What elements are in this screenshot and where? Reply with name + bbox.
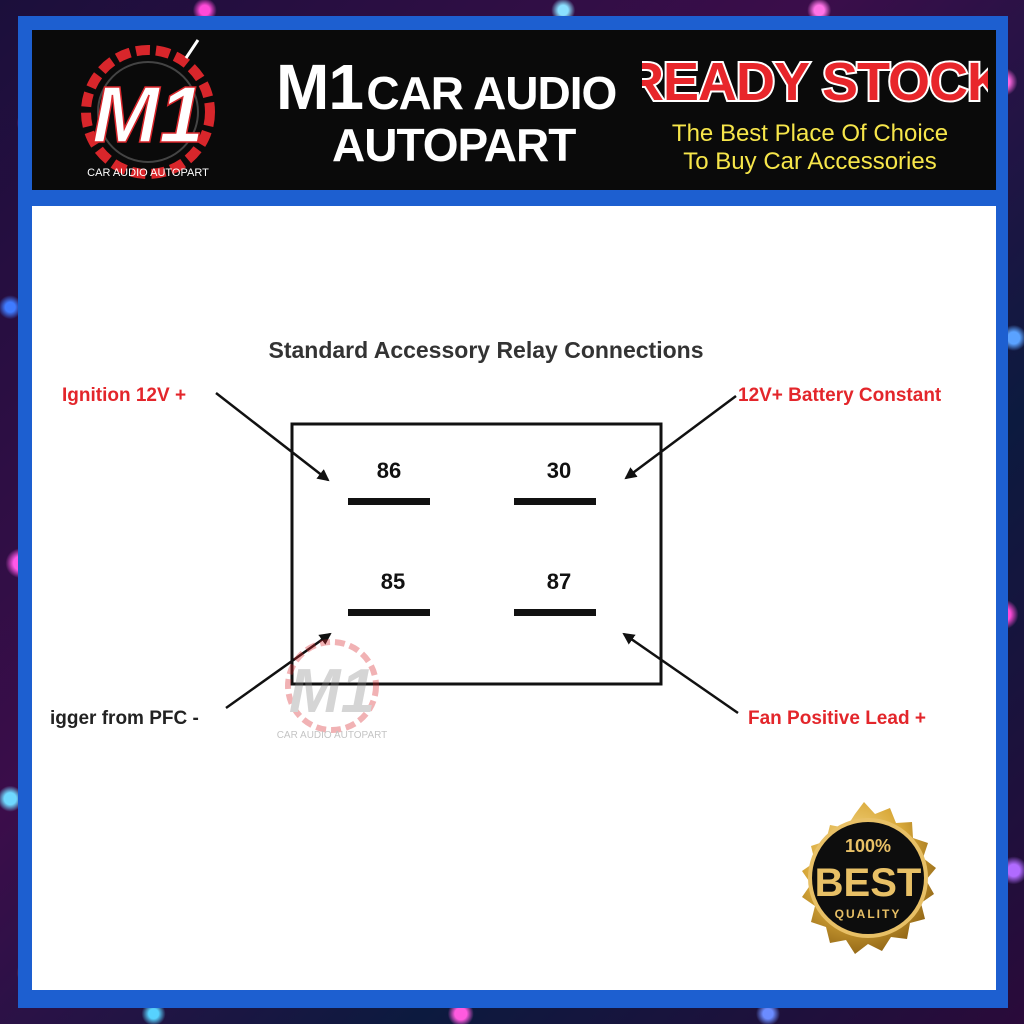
- badge-inner-disc: [808, 818, 928, 938]
- ready-stock-text: READY STOCK: [642, 52, 988, 112]
- logo-subtext: CAR AUDIO AUTOPART: [87, 167, 209, 179]
- pin-86-bar: [348, 498, 430, 505]
- diagram-title: Standard Accessory Relay Connections: [268, 337, 703, 363]
- badge-percent: 100%: [845, 836, 891, 856]
- best-quality-badge: 100% BEST QUALITY: [802, 802, 936, 954]
- ready-stock-banner: READY STOCK: [642, 50, 988, 114]
- pin-85-bar: [348, 609, 430, 616]
- relay-box: [290, 422, 663, 686]
- pin-85-label: 85: [381, 569, 405, 594]
- label-fan-positive: Fan Positive Lead +: [748, 708, 926, 729]
- pin-87-bar: [514, 609, 596, 616]
- watermark-subtext: CAR AUDIO AUTOPART: [277, 730, 388, 741]
- label-trigger-pfc: igger from PFC -: [50, 708, 199, 729]
- pin-87-label: 87: [547, 569, 571, 594]
- logo-text: M1: [92, 70, 203, 159]
- arrow-bottom-left: [225, 632, 332, 710]
- brand-line-1: M1 CAR AUDIO: [276, 50, 617, 124]
- badge-best: BEST: [815, 861, 922, 905]
- brand-autopart: AUTOPART: [332, 119, 576, 171]
- label-ignition: Ignition 12V +: [62, 385, 186, 406]
- pin-30-label: 30: [547, 458, 571, 483]
- arrow-bottom-right: [622, 632, 739, 715]
- pin-86-label: 86: [377, 458, 401, 483]
- watermark-text: M1: [289, 657, 375, 726]
- badge-quality: QUALITY: [835, 907, 902, 921]
- tagline-2: To Buy Car Accessories: [683, 148, 937, 175]
- tagline-1: The Best Place Of Choice: [671, 120, 949, 147]
- watermark-logo: M1 CAR AUDIO AUTOPART: [277, 639, 388, 741]
- m1-logo: M1 CAR AUDIO AUTOPART: [81, 39, 215, 179]
- pin-30-bar: [514, 498, 596, 505]
- brand-car-audio: CAR AUDIO: [366, 67, 617, 119]
- arrow-top-left: [215, 392, 330, 482]
- arrow-top-right: [624, 394, 737, 480]
- header-banner: [32, 30, 996, 190]
- brand-m1: M1: [276, 51, 364, 123]
- label-battery-constant: 12V+ Battery Constant: [738, 385, 942, 406]
